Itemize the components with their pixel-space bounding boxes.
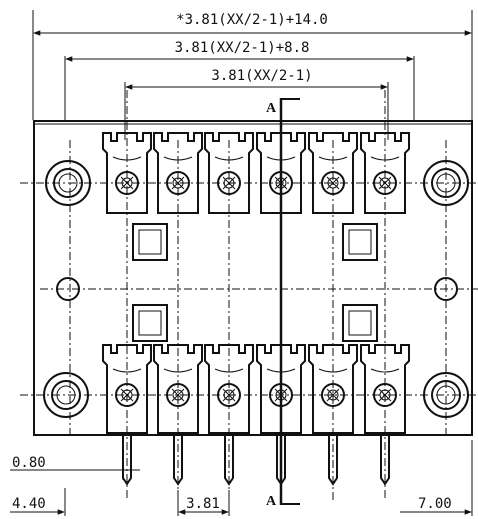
mounting-hole-bottom-left (43, 372, 89, 418)
mounting-hole-top-right (423, 160, 469, 206)
edge-offset-label: 4.40 (12, 496, 46, 512)
locating-hole-left (56, 277, 80, 301)
terminal-row-bottom (102, 344, 410, 434)
pin-1 (122, 435, 132, 486)
terminal-bottom-5 (308, 344, 358, 434)
section-line-a: A A (266, 98, 300, 509)
section-label-top: A (266, 101, 277, 116)
section-label-bottom: A (266, 494, 277, 509)
latch-window-top-right (342, 223, 378, 261)
pin-6 (380, 435, 390, 486)
right-offset-dimension: 7.00 (400, 440, 473, 516)
latch-window-bottom-right (342, 304, 378, 342)
mounting-hole-bottom-right (423, 372, 469, 418)
flange-dimension: 3.81(XX/2-1)+8.8 (64, 40, 415, 120)
edge-offset-dimension: 4.40 (10, 488, 66, 516)
flange-dimension-label: 3.81(XX/2-1)+8.8 (175, 40, 310, 56)
mounting-hole-top-left (45, 160, 91, 206)
locating-hole-right (434, 277, 458, 301)
right-offset-label: 7.00 (418, 496, 452, 512)
pitch-label: 3.81 (186, 496, 220, 512)
terminal-centerlines (126, 90, 386, 500)
pitch-dimension: 3.81 (177, 490, 230, 516)
pin-width-dimension: 0.80 (10, 455, 140, 480)
pin-width-label: 0.80 (12, 455, 46, 471)
pitch-span-dimension: 3.81(XX/2-1) (124, 68, 389, 140)
pin-2 (173, 435, 183, 486)
pin-3 (224, 435, 234, 486)
latch-window-top-left (132, 223, 168, 261)
pcb-pins (122, 435, 390, 486)
housing-body (33, 120, 473, 436)
pitch-span-dimension-label: 3.81(XX/2-1) (211, 68, 312, 84)
pin-5 (328, 435, 338, 486)
terminal-row-top (102, 132, 410, 214)
latch-window-bottom-left (132, 304, 168, 342)
overall-dimension-label: *3.81(XX/2-1)+14.0 (176, 12, 328, 28)
overall-dimension: *3.81(XX/2-1)+14.0 (32, 10, 473, 120)
